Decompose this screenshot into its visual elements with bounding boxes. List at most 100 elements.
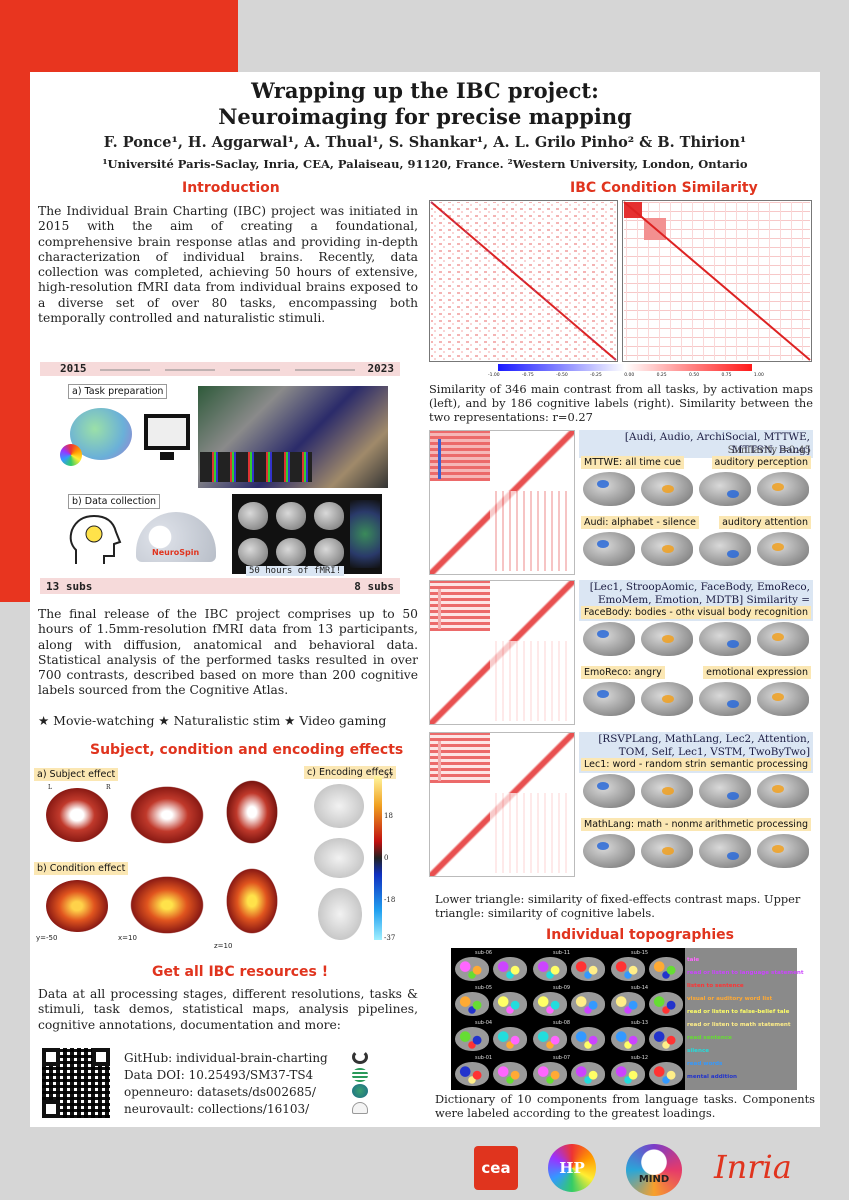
subject-label: sub-08 [553,1020,571,1026]
brain-surface [699,682,751,716]
legend-item: read sentence [687,1035,732,1041]
condition-brain-sagittal [130,876,204,934]
brain-surface [583,682,635,716]
brain-surface [641,682,693,716]
topography-subject: sub-12 [609,1055,685,1088]
brain-surface [583,472,635,506]
openneuro-icon [352,1084,368,1098]
left-marker: L [48,784,52,791]
topography-brain [455,1062,489,1086]
topography-subject: sub-06 [453,950,529,983]
subject-label: sub-01 [475,1055,493,1061]
group-brains-row-1 [581,472,813,508]
topography-brain [611,992,645,1016]
cbar-tick: -18 [384,896,396,904]
subject-label: sub-15 [631,950,649,956]
topography-subject: sub-09 [531,985,607,1018]
group-matrix [429,430,575,575]
group-label-left-1: Lec1: word - random string [581,758,716,771]
affiliations: ¹Université Paris-Saclay, Inria, CEA, Pa… [102,157,748,171]
effects-figure: a) Subject effect c) Encoding effect L R… [34,766,404,952]
encoding-brain-1 [314,784,364,828]
group-label-left-2: Audi: alphabet - silence [581,516,699,529]
subject-label: sub-07 [553,1055,571,1061]
condition-brain-axial [226,868,278,934]
topography-subject: sub-13 [609,1020,685,1053]
topography-brain [493,1062,527,1086]
subject-label: sub-06 [475,950,493,956]
brain-surface [583,774,635,808]
brain-surface [583,834,635,868]
group-label-left-1: MTTWE: all time cue [581,456,684,469]
authors: F. Ponce¹, H. Aggarwal¹, A. Thual¹, S. S… [103,134,747,151]
similarity-matrix-right [622,200,812,362]
topography-subject: sub-15 [609,950,685,983]
topography-brain [611,1062,645,1086]
topography-brain [571,1027,605,1051]
year-start: 2015 [60,362,87,375]
topography-subject: sub-05 [453,985,529,1018]
release-bullets: ★ Movie-watching ★ Naturalistic stim ★ V… [38,713,387,728]
similarity-group: [Audi, Audio, ArchiSocial, MTTWE, MTTSN,… [429,430,815,578]
brain-surface [583,532,635,566]
brain-surface [641,774,693,808]
topography-brain [571,992,605,1016]
hours-label: 50 hours of fMRI! [246,566,345,576]
group-matrix [429,732,575,877]
group-label-right-1: semantic processing [707,758,811,771]
topography-subject: sub-04 [453,1020,529,1053]
brain-surface [699,622,751,656]
coord-z: z=10 [214,942,233,950]
encoding-effect-label: c) Encoding effect [304,766,396,779]
hp-logo: HP [548,1144,596,1192]
title-line-2: Neuroimaging for precise mapping [218,104,632,129]
brain-surface [757,622,809,656]
legend-item: tale [687,957,700,963]
intro-figure: 2015 2023 a) Task preparation b) Data co… [40,362,400,594]
topography-brain [493,957,527,981]
subject-label: sub-04 [475,1020,493,1026]
github-link[interactable]: GitHub: individual-brain-charting [124,1051,328,1065]
topographies-caption: Dictionary of 10 components from languag… [435,1092,815,1120]
group-brains-row-2 [581,834,813,870]
topography-brain [533,957,567,981]
brain-surface [699,774,751,808]
group-brains-row-1 [581,774,813,810]
group-label-left-1: FaceBody: bodies - other [581,606,705,619]
subject-brain-axial [226,780,278,844]
inria-logo: Inria [714,1148,792,1186]
openneuro-link[interactable]: openneuro: datasets/ds002685/ [124,1085,316,1099]
topography-brain [649,1062,683,1086]
coord-x: x=10 [118,934,137,942]
brain-surface [757,472,809,506]
mri-slices [232,494,382,574]
legend-item: listen to sentence [687,983,744,989]
group-label-right-1: auditory perception [711,456,811,469]
topography-brain [611,1027,645,1051]
timeline-arrows [100,369,355,371]
topography-subject: sub-07 [531,1055,607,1088]
release-text: The final release of the IBC project com… [38,607,418,698]
legend-item: silence [687,1048,710,1054]
cbar-tick: 0 [384,854,389,862]
brain-surface [757,774,809,808]
legend-item: read or listen to false-belief tale [687,1009,790,1015]
subject-label: sub-13 [631,1020,649,1026]
group-brains-row-2 [581,682,813,718]
encoding-brain-3 [318,888,362,940]
topography-brain [649,992,683,1016]
head-lightbulb-icon [69,514,122,564]
subject-label: sub-12 [631,1055,649,1061]
subject-label: sub-05 [475,985,493,991]
neurovault-link[interactable]: neurovault: collections/16103/ [124,1102,310,1116]
topography-subject: sub-14 [609,985,685,1018]
year-end: 2023 [367,362,395,375]
legend-item: mental addition [687,1074,738,1080]
doi-link[interactable]: Data DOI: 10.25493/SM37-TS4 [124,1068,314,1082]
topography-brain [455,957,489,981]
qr-code[interactable] [42,1048,110,1118]
topography-brain [611,957,645,981]
topography-brain [571,1062,605,1086]
